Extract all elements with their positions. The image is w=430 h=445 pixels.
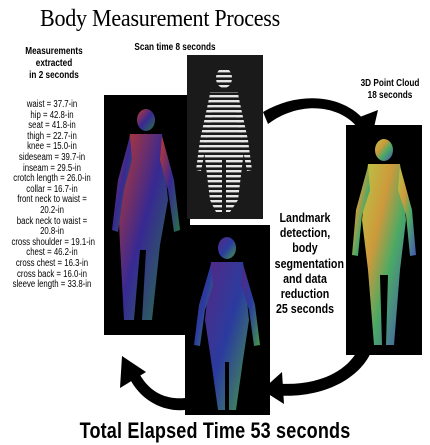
measurement-item: 20.2-in bbox=[11, 206, 92, 217]
extract-caption: Measurements extracted in 2 seconds bbox=[21, 46, 87, 82]
measurement-item: cross chest = 16.3-in bbox=[11, 259, 92, 270]
measurement-item: waist = 37.7-in bbox=[11, 100, 92, 111]
measurement-list: waist = 37.7-in hip = 42.8-in seat = 41.… bbox=[11, 100, 92, 291]
total-elapsed-time: Total Elapsed Time 53 seconds bbox=[39, 418, 392, 444]
landmark-caption: Landmark detection, body segmentation an… bbox=[275, 208, 336, 318]
measurement-item: sideseam = 39.7-in bbox=[11, 153, 92, 164]
measurement-item: sleeve length = 33.8-in bbox=[11, 280, 92, 291]
scan-caption: Scan time 8 seconds bbox=[126, 42, 224, 54]
point-cloud-caption: 3D Point Cloud 18 seconds bbox=[357, 78, 423, 102]
arrow-scan-to-cloud bbox=[263, 98, 366, 128]
arrow-cloud-to-segmentation bbox=[272, 345, 372, 396]
